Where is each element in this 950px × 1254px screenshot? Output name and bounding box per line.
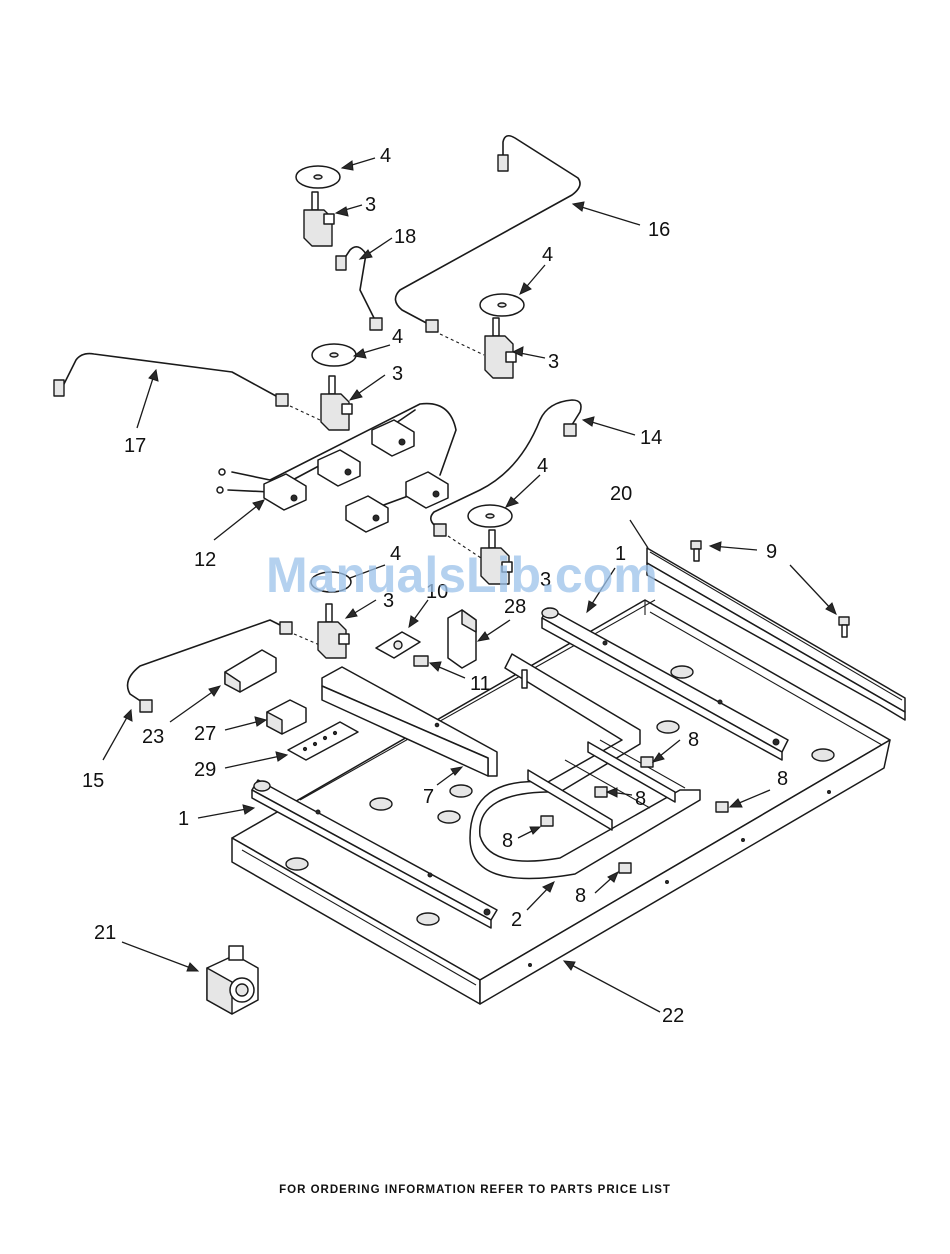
- callout-14: 14: [640, 427, 662, 449]
- gas-tube-15: [128, 620, 322, 712]
- spark-module: [225, 650, 276, 692]
- screw: [691, 541, 701, 561]
- gas-tube-14: [431, 400, 581, 560]
- callout-22: 22: [662, 1005, 684, 1027]
- callout-20: 20: [610, 483, 632, 505]
- valve: [485, 318, 516, 378]
- callout-8: 8: [502, 830, 513, 852]
- callout-8: 8: [635, 788, 646, 810]
- washer: [480, 294, 524, 316]
- callout-27: 27: [194, 723, 216, 745]
- screw: [839, 617, 849, 637]
- callout-4: 4: [380, 145, 391, 167]
- callout-8: 8: [777, 768, 788, 790]
- callout-4: 4: [537, 455, 548, 477]
- watermark: ManualsLib.com: [266, 547, 658, 603]
- bracket-28: [448, 610, 476, 668]
- gas-tube-17: [54, 354, 320, 420]
- screw: [541, 816, 553, 826]
- screw: [716, 802, 728, 812]
- callout-18: 18: [394, 226, 416, 248]
- screw: [641, 757, 653, 767]
- callout-16: 16: [648, 219, 670, 241]
- burner-box: [232, 600, 890, 1004]
- washer: [312, 344, 356, 366]
- valve: [304, 192, 334, 246]
- callout-4: 4: [542, 244, 553, 266]
- callout-15: 15: [82, 770, 104, 792]
- callout-1: 1: [178, 808, 189, 830]
- gas-tube-18: [336, 247, 382, 330]
- terminal-strip: [288, 722, 358, 760]
- callout-8: 8: [688, 729, 699, 751]
- callout-3: 3: [548, 351, 559, 373]
- callout-3: 3: [365, 194, 376, 216]
- washer: [468, 505, 512, 527]
- callout-11: 11: [470, 673, 491, 695]
- washer: [296, 166, 340, 188]
- orifice-plate: [376, 632, 420, 658]
- valve: [321, 376, 352, 430]
- callout-29: 29: [194, 759, 216, 781]
- pressure-regulator: [207, 946, 258, 1014]
- callout-3: 3: [392, 363, 403, 385]
- callout-17: 17: [124, 435, 146, 457]
- callout-21: 21: [94, 922, 116, 944]
- callout-4: 4: [392, 326, 403, 348]
- callout-7: 7: [423, 786, 434, 808]
- callout-9: 9: [766, 541, 777, 563]
- callout-12: 12: [194, 549, 216, 571]
- callout-2: 2: [511, 909, 522, 931]
- footer-note: FOR ORDERING INFORMATION REFER TO PARTS …: [0, 1184, 950, 1196]
- valve: [318, 604, 349, 658]
- screw: [619, 863, 631, 873]
- switch-27: [267, 700, 306, 734]
- screw: [595, 787, 607, 797]
- screw: [414, 656, 428, 666]
- callout-8: 8: [575, 885, 586, 907]
- callout-23: 23: [142, 726, 164, 748]
